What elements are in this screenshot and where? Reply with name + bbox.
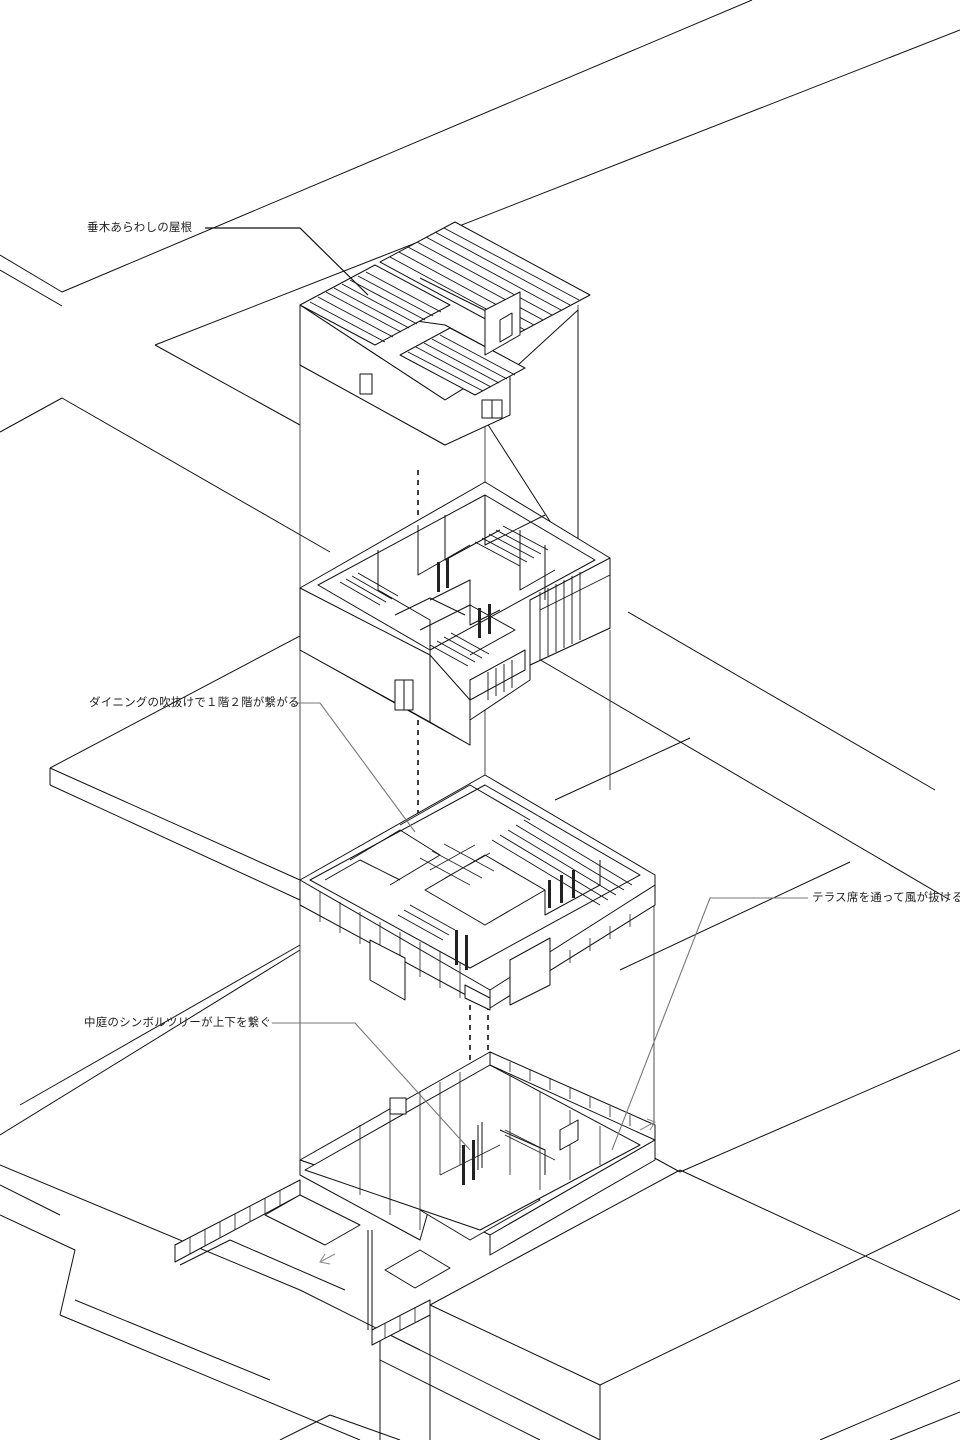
- window-icon: [359, 373, 373, 395]
- arrow-icon: [319, 1118, 656, 1265]
- deck-slats: [339, 525, 549, 667]
- terrace-annotation: テラス席を通って風が抜ける: [812, 890, 960, 904]
- leader-lines: [205, 227, 808, 1151]
- dining-grid: [419, 843, 495, 886]
- courtyard-annotation: 中庭のシンボルツリーが上下を繋ぐ: [84, 1015, 272, 1029]
- louvers: [487, 572, 611, 700]
- dining-annotation: ダイニングの吹抜けで１階２階が繋がる: [89, 695, 300, 709]
- alignment-lines: [299, 305, 655, 1160]
- tree-icon: [477, 1122, 483, 1170]
- roof-level: [299, 221, 591, 566]
- roof-annotation: 垂木あらわしの屋根: [87, 220, 193, 234]
- ground-floor-level: [174, 1051, 656, 1346]
- first-floor-level: [299, 774, 656, 1011]
- second-floor-level: [299, 481, 611, 746]
